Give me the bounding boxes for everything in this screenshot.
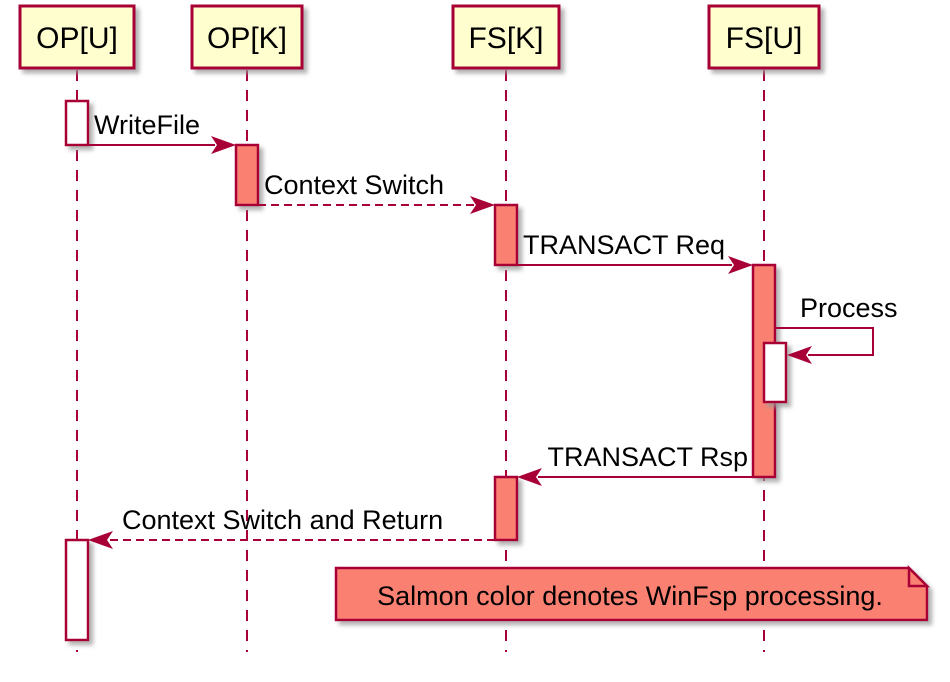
message-process-label: Process xyxy=(800,293,898,323)
message-process-line xyxy=(775,327,874,356)
message-context-switch-return: Context Switch and Return xyxy=(88,505,495,549)
message-context-switch: Context Switch xyxy=(258,170,495,214)
participant-opk: OP[K] xyxy=(190,4,304,70)
message-context-switch-arrowhead xyxy=(470,196,495,214)
message-transact-req-arrowhead xyxy=(728,256,753,274)
participant-fsu: FS[U] xyxy=(707,4,821,70)
participant-opu: OP[U] xyxy=(18,4,136,70)
message-process-arrowhead xyxy=(787,346,812,364)
participant-label-opk: OP[K] xyxy=(207,22,287,55)
message-context-switch-return-label: Context Switch and Return xyxy=(122,505,443,535)
message-writefile-label: WriteFile xyxy=(94,110,200,140)
message-transact-rsp: TRANSACT Rsp xyxy=(517,442,753,486)
message-context-switch-label: Context Switch xyxy=(264,170,444,200)
message-process: Process xyxy=(775,293,898,364)
activation-fsu-nested xyxy=(762,341,788,404)
activation-fsk-1 xyxy=(493,203,519,267)
note-text: Salmon color denotes WinFsp processing. xyxy=(377,581,883,611)
participant-box-opu xyxy=(18,4,136,70)
participant-label-fsk: FS[K] xyxy=(468,22,543,55)
activation-opu-2 xyxy=(64,538,90,642)
message-context-switch-return-arrowhead xyxy=(88,531,113,549)
activation-fsk-2 xyxy=(493,475,519,542)
message-transact-req: TRANSACT Req xyxy=(517,230,753,274)
activation-opk xyxy=(234,143,260,207)
participant-box-opk xyxy=(190,4,304,70)
participant-label-opu: OP[U] xyxy=(36,22,118,55)
note: Salmon color denotes WinFsp processing. xyxy=(334,564,931,622)
message-transact-rsp-arrowhead xyxy=(517,468,542,486)
participant-label-fsu: FS[U] xyxy=(726,22,803,55)
participant-fsk: FS[K] xyxy=(451,4,561,70)
activation-opu-1 xyxy=(64,99,90,147)
participant-box-fsu xyxy=(707,4,821,70)
note-fold-corner xyxy=(907,564,931,588)
participant-box-fsk xyxy=(451,4,561,70)
note-body xyxy=(334,566,929,622)
message-transact-req-label: TRANSACT Req xyxy=(523,230,725,260)
message-transact-rsp-label: TRANSACT Rsp xyxy=(547,442,748,472)
message-writefile-arrowhead xyxy=(211,136,236,154)
message-writefile: WriteFile xyxy=(88,110,236,154)
